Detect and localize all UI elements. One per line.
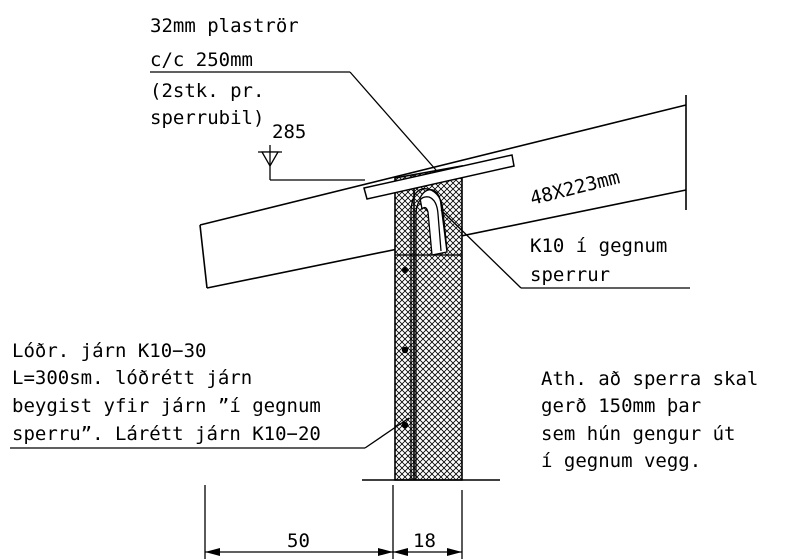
general-note-line-3: sem hún gengur út: [541, 423, 735, 445]
pipe-leader: [150, 71, 437, 171]
rebar-through-note: K10 í gegnum sperrur: [530, 235, 667, 286]
vertical-rebar-line-3: beygist yfir járn ”í gegnum: [12, 395, 321, 417]
plastic-pipe: [363, 154, 515, 200]
rebar-dots: [401, 266, 409, 429]
pipe-note-line-2: c/c 250mm: [150, 49, 253, 71]
general-note-line-1: Ath. að sperra skal: [541, 368, 758, 390]
rebar-through-line-1: K10 í gegnum: [530, 235, 667, 257]
dimension-line: [204, 485, 463, 559]
general-note: Ath. að sperra skal gerð 150mm þar sem h…: [541, 368, 758, 472]
pipe-note-line-4: sperrubil): [150, 107, 264, 129]
level-marker: [258, 145, 365, 181]
vertical-rebar-line-4: sperru”. Lárétt járn K10−20: [12, 423, 321, 445]
vertical-rebar-leader-diag: [364, 417, 410, 449]
pipe-note-line-3: (2stk. pr.: [150, 80, 264, 102]
rafter-size-label: 48X223mm: [528, 166, 622, 209]
general-note-line-4: í gegnum vegg.: [541, 450, 701, 472]
wall-section: [394, 165, 463, 481]
general-note-line-2: gerð 150mm þar: [541, 395, 701, 417]
vertical-rebar-line-2: L=300sm. lóðrétt járn: [12, 367, 252, 389]
vertical-rebar-line-1: Lóðr. járn K10−30: [12, 340, 206, 362]
rebar-through-line-2: sperrur: [530, 264, 610, 286]
dimension-right: 18: [413, 530, 436, 552]
vertical-rebar: [410, 188, 448, 480]
pipe-note-line-1: 32mm plaströr: [150, 15, 299, 37]
rebar-through-leader: [440, 209, 690, 289]
pipe-note: 32mm plaströr c/c 250mm (2stk. pr. sperr…: [150, 15, 299, 129]
vertical-rebar-note: Lóðr. járn K10−30 L=300sm. lóðrétt járn …: [12, 340, 321, 445]
dimension-left: 50: [287, 530, 310, 552]
level-value: 285: [272, 121, 306, 143]
